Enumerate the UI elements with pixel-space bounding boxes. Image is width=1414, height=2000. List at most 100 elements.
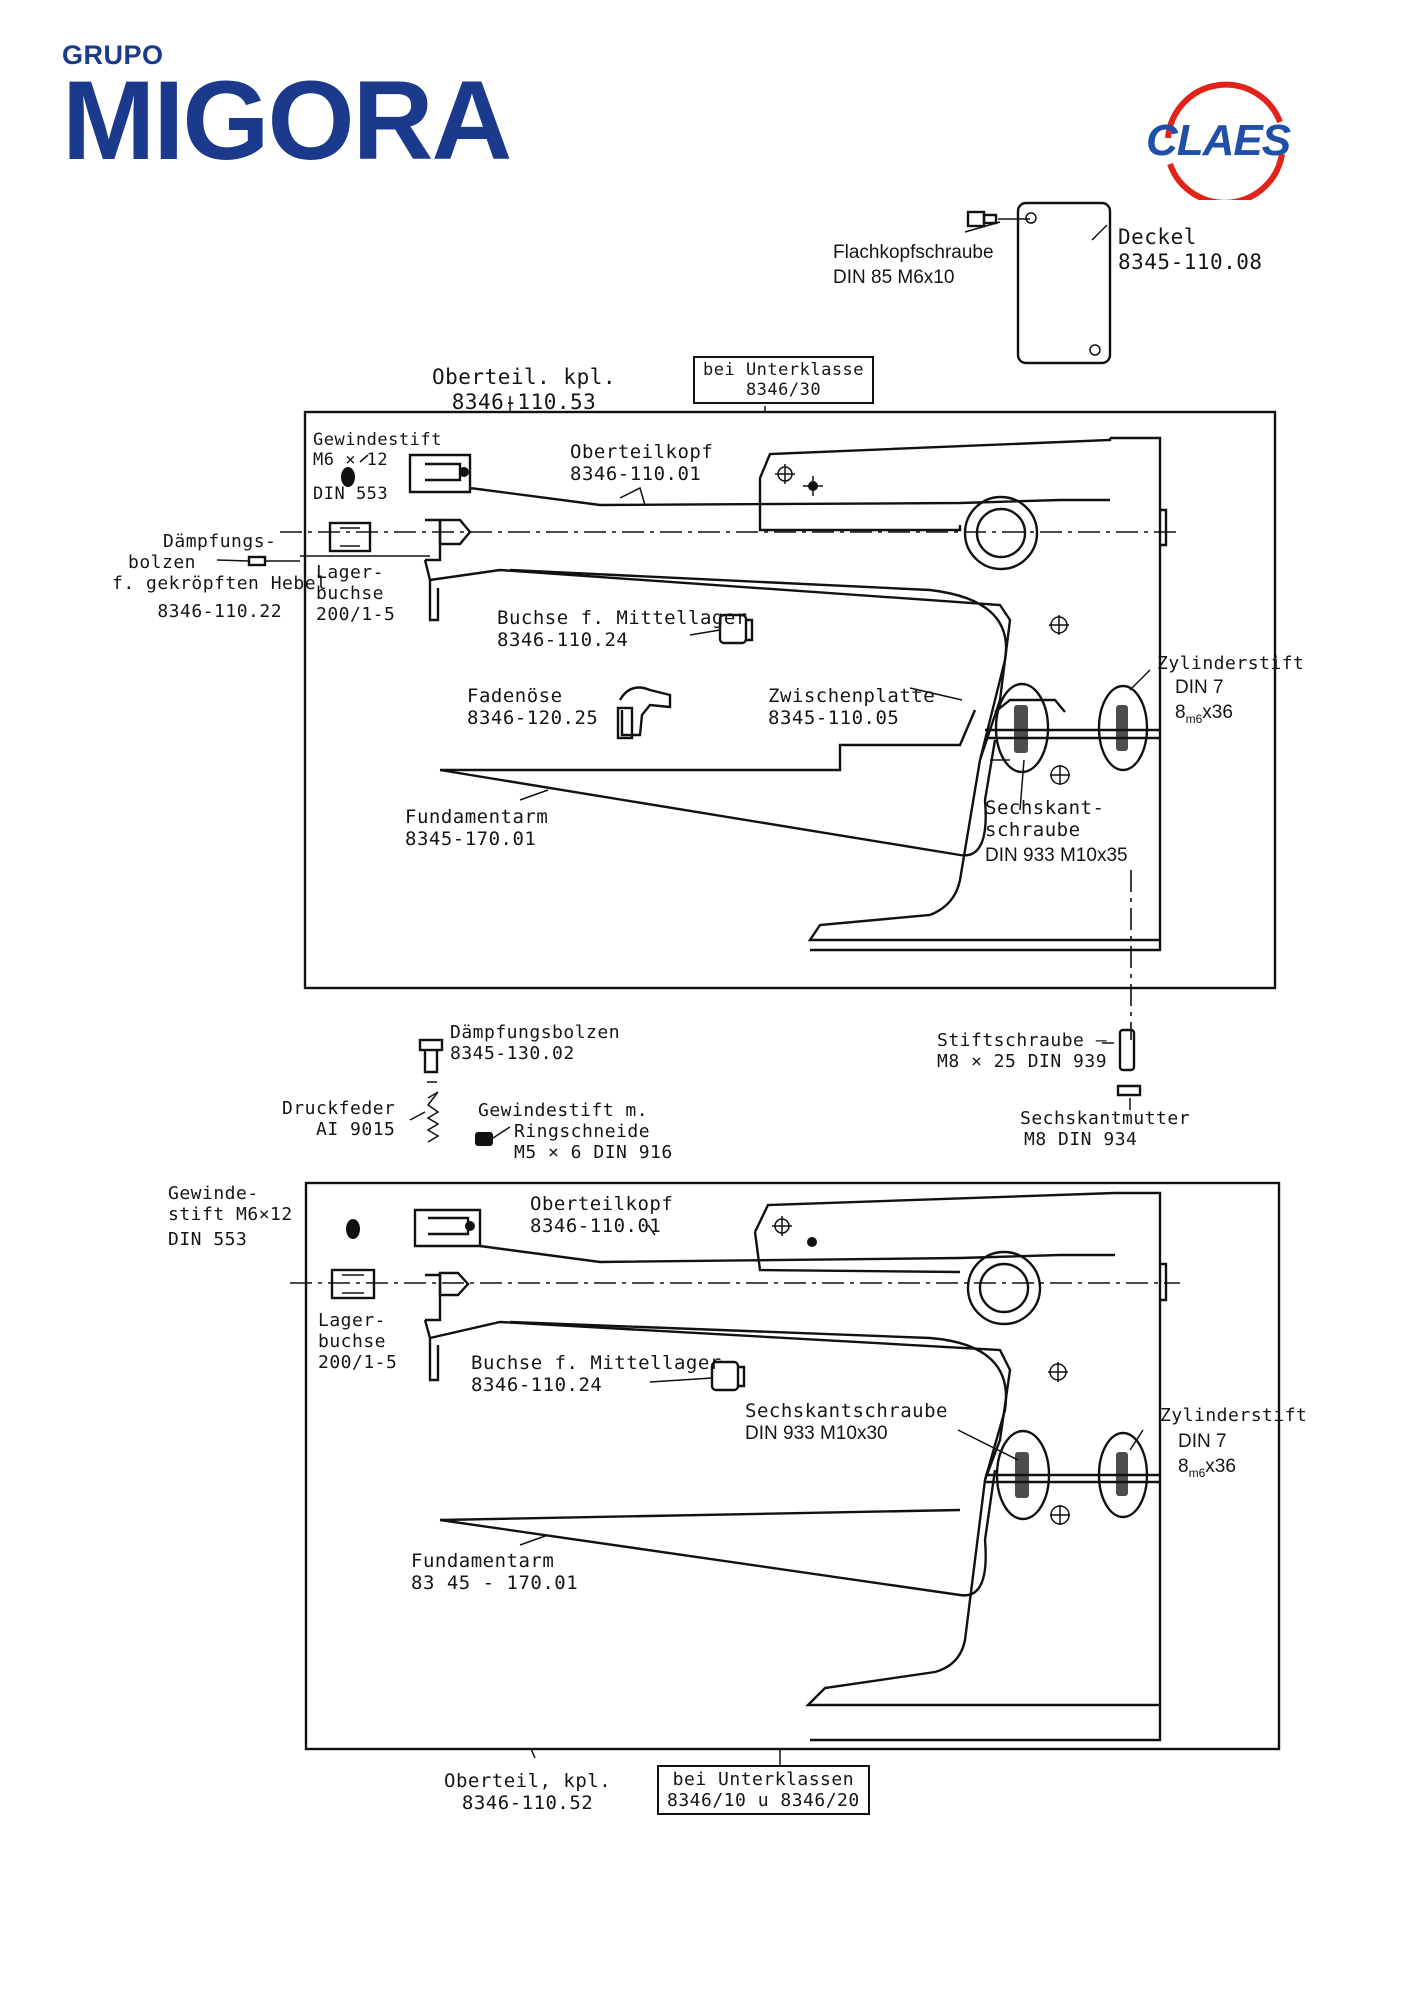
lower-sechskant-label: Sechskantschraube DIN 933 M10x30	[745, 1400, 948, 1447]
gewindestift-ring-label: Gewindestift m. Ringschneide M5 × 6 DIN …	[478, 1100, 673, 1164]
lower-lagerbuchse-line3: 200/1-5	[318, 1352, 398, 1374]
upper-assembly-frame	[303, 396, 1277, 990]
stiftschraube-line2: M8 × 25 DIN 939	[937, 1051, 1108, 1073]
upper-gewindestift-line2: M6 × 12	[313, 450, 389, 471]
upper-sechskant-label: Sechskant- schraube DIN 933 M10x35	[985, 797, 1128, 869]
lower-zylinderstift-spec2-main: 8	[1178, 1455, 1189, 1477]
lower-gewindestift-line2: stift M6×12	[168, 1204, 293, 1226]
upper-buchse-part: 8346-110.24	[497, 629, 629, 652]
sechskantmutter-line2: M8 DIN 934	[1024, 1129, 1138, 1151]
upper-fadenoese-part: 8346-120.25	[467, 707, 599, 730]
lower-buchse-label: Buchse f. Mittellager 8346-110.24	[471, 1352, 722, 1397]
druckfeder-name: Druckfeder	[282, 1098, 396, 1119]
lower-buchse-name: Buchse f. Mittellager	[471, 1352, 722, 1374]
stiftschraube-line1: Stiftschraube –	[937, 1030, 1108, 1051]
daempfungsbolzen-part: 8345-130.02	[450, 1043, 575, 1065]
upper-lagerbuchse-line1: Lager-	[316, 562, 385, 583]
upper-buchse-name: Buchse f. Mittellager	[497, 607, 748, 629]
lower-zylinderstift-spec2: 8m6x36	[1178, 1455, 1307, 1481]
flachkopfschraube-spec: DIN 85 M6x10	[833, 266, 955, 288]
upper-fundamentarm-name: Fundamentarm	[405, 806, 549, 828]
upper-zylinderstift-spec1: DIN 7	[1175, 677, 1224, 699]
oberteil-kpl-top-label: Oberteil. kpl. 8346-110.53	[432, 365, 616, 415]
flachkopfschraube-name: Flachkopfschraube	[833, 242, 994, 263]
upper-daempfung-line1: Dämpfungs-	[163, 531, 277, 552]
upper-sechskant-spec: DIN 933 M10x35	[985, 844, 1128, 866]
upper-oberteilkopf-label: Oberteilkopf 8346-110.01	[570, 441, 713, 486]
upper-zylinderstift-name: Zylinderstift	[1157, 653, 1305, 674]
upper-lagerbuchse-label: Lager- buchse 200/1-5	[316, 562, 395, 626]
upper-lagerbuchse-line3: 200/1-5	[316, 604, 396, 626]
lower-assembly-frame	[304, 1181, 1281, 1765]
upper-gewindestift-label: Gewindestift M6 × 12 DIN 553	[313, 430, 442, 504]
upper-fadenoese-name: Fadenöse	[467, 685, 563, 707]
sechskantmutter-label: Sechskantmutter M8 DIN 934	[1020, 1108, 1190, 1150]
lower-buchse-part: 8346-110.24	[471, 1374, 603, 1397]
oberteil-kpl-bottom-name: Oberteil, kpl.	[444, 1770, 612, 1792]
lower-sechskant-name: Sechskantschraube	[745, 1400, 948, 1422]
unterklasse-line2: 8346/30	[745, 380, 822, 401]
oberteil-kpl-top-part: 8346-110.53	[451, 389, 597, 414]
oberteil-kpl-top-name: Oberteil. kpl.	[432, 365, 617, 389]
upper-fadenoese-label: Fadenöse 8346-120.25	[467, 685, 598, 730]
lower-zylinderstift-spec2-sub: m6	[1188, 1465, 1206, 1480]
oberteil-kpl-bottom-part: 8346-110.52	[461, 1792, 594, 1815]
unterklassen-line2: 8346/10 u 8346/20	[667, 1790, 860, 1812]
claes-ring-icon	[1165, 81, 1285, 200]
migora-logo-main: MIGORA	[62, 58, 512, 183]
upper-daempfung-line2: bolzen	[128, 552, 197, 574]
stiftschraube-label: Stiftschraube – M8 × 25 DIN 939	[937, 1030, 1107, 1072]
gewindestift-ring-line3: M5 × 6 DIN 916	[514, 1142, 673, 1164]
claes-logo-text: CLAES	[1146, 116, 1291, 165]
deckel-cover	[964, 201, 1112, 365]
lower-lagerbuchse-line1: Lager-	[318, 1310, 387, 1331]
upper-daempfung-line3: f. gekröpften Hebel	[112, 573, 328, 595]
claes-logo: CLAES	[1140, 80, 1310, 200]
upper-zylinderstift-spec2: 8m6x36	[1175, 701, 1304, 727]
lower-sechskant-spec: DIN 933 M10x30	[745, 1423, 888, 1445]
lower-zylinderstift-label: Zylinderstift DIN 7 8m6x36	[1160, 1405, 1307, 1481]
upper-buchse-label: Buchse f. Mittellager 8346-110.24	[497, 607, 748, 652]
upper-zwischenplatte-label: Zwischenplatte 8345-110.05	[768, 685, 935, 730]
sechskantmutter-line1: Sechskantmutter	[1020, 1108, 1191, 1129]
lower-fundamentarm-label: Fundamentarm 83 45 - 170.01	[411, 1550, 578, 1595]
druckfeder-part: AI 9015	[316, 1119, 396, 1141]
upper-zylinderstift-spec2-tail: x36	[1202, 701, 1233, 723]
upper-lagerbuchse-line2: buchse	[316, 583, 385, 605]
lower-oberteilkopf-part: 8346-110.01	[530, 1215, 662, 1238]
oberteil-kpl-bottom-label: Oberteil, kpl. 8346-110.52	[444, 1770, 611, 1815]
unterklasse-line1: bei Unterklasse	[703, 360, 865, 380]
upper-oberteilkopf-part: 8346-110.01	[570, 463, 702, 486]
upper-daempfung-line4: 8346-110.22	[157, 600, 283, 622]
lower-gewindestift-line1: Gewinde-	[168, 1183, 259, 1204]
daempfungsbolzen-label: Dämpfungsbolzen 8345-130.02	[450, 1022, 620, 1064]
deckel-label: Deckel 8345-110.08	[1118, 225, 1263, 275]
unterklassen-line1: bei Unterklassen	[672, 1769, 855, 1790]
upper-sechskant-line2: schraube	[985, 819, 1081, 842]
upper-sechskant-line1: Sechskant-	[985, 797, 1105, 819]
lower-zylinderstift-name: Zylinderstift	[1160, 1405, 1308, 1426]
middle-parts	[409, 1028, 1142, 1146]
lower-oberteilkopf-shape	[290, 1191, 1180, 1742]
upper-fundamentarm-part: 8345-170.01	[405, 828, 537, 851]
unterklasse-box: bei Unterklasse 8346/30	[693, 356, 875, 405]
upper-zylinderstift-spec2-main: 8	[1175, 701, 1186, 723]
upper-daempfung-label: Dämpfungs- bolzen f. gekröpften Hebel 83…	[112, 531, 327, 622]
upper-gewindestift-line1: Gewindestift	[313, 430, 442, 450]
lower-fundamentarm-name: Fundamentarm	[411, 1550, 555, 1572]
deckel-name: Deckel	[1118, 225, 1197, 249]
gewindestift-ring-line1: Gewindestift m.	[478, 1100, 649, 1121]
upper-oberteilkopf-name: Oberteilkopf	[570, 441, 714, 463]
upper-zwischenplatte-name: Zwischenplatte	[768, 685, 936, 707]
deckel-part: 8345-110.08	[1118, 249, 1263, 274]
upper-fundamentarm-label: Fundamentarm 8345-170.01	[405, 806, 548, 851]
migora-logo: GRUPO MIGORA	[62, 40, 512, 183]
lower-oberteilkopf-label: Oberteilkopf 8346-110.01	[530, 1193, 673, 1238]
lower-lagerbuchse-line2: buchse	[318, 1331, 387, 1353]
daempfungsbolzen-name: Dämpfungsbolzen	[450, 1022, 621, 1043]
upper-zwischenplatte-part: 8345-110.05	[768, 707, 900, 730]
upper-zylinderstift-label: Zylinderstift DIN 7 8m6x36	[1157, 653, 1304, 727]
lower-oberteilkopf-name: Oberteilkopf	[530, 1193, 674, 1215]
lower-fundamentarm-part: 83 45 - 170.01	[411, 1572, 579, 1595]
